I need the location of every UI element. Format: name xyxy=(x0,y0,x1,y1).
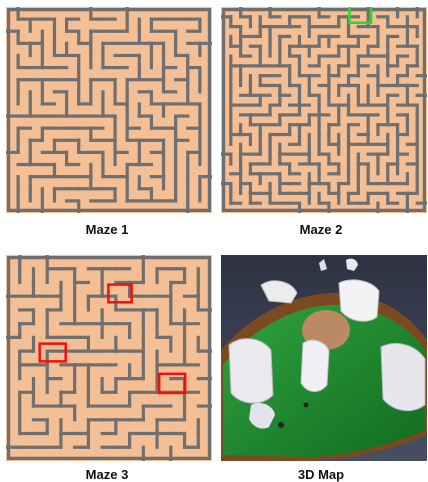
dark-spot xyxy=(278,422,284,428)
maze-1-caption: Maze 1 xyxy=(0,222,214,237)
white-block xyxy=(301,340,329,391)
maze-3-image xyxy=(6,255,212,461)
3d-map-render xyxy=(221,255,427,461)
white-block xyxy=(381,343,425,410)
red-marker xyxy=(159,374,185,393)
dark-spot xyxy=(304,403,309,408)
maze-2-image xyxy=(221,7,427,213)
3d-map-panel xyxy=(221,255,427,461)
maze-2-panel xyxy=(221,7,427,213)
maze-1-image xyxy=(6,7,212,213)
maze-3-panel xyxy=(6,255,212,461)
white-block xyxy=(229,339,273,403)
maze-1-panel xyxy=(6,7,212,213)
maze-2-caption: Maze 2 xyxy=(214,222,428,237)
white-block xyxy=(339,280,379,321)
3d-map-caption: 3D Map xyxy=(214,467,428,482)
maze-3-caption: Maze 3 xyxy=(0,467,214,482)
